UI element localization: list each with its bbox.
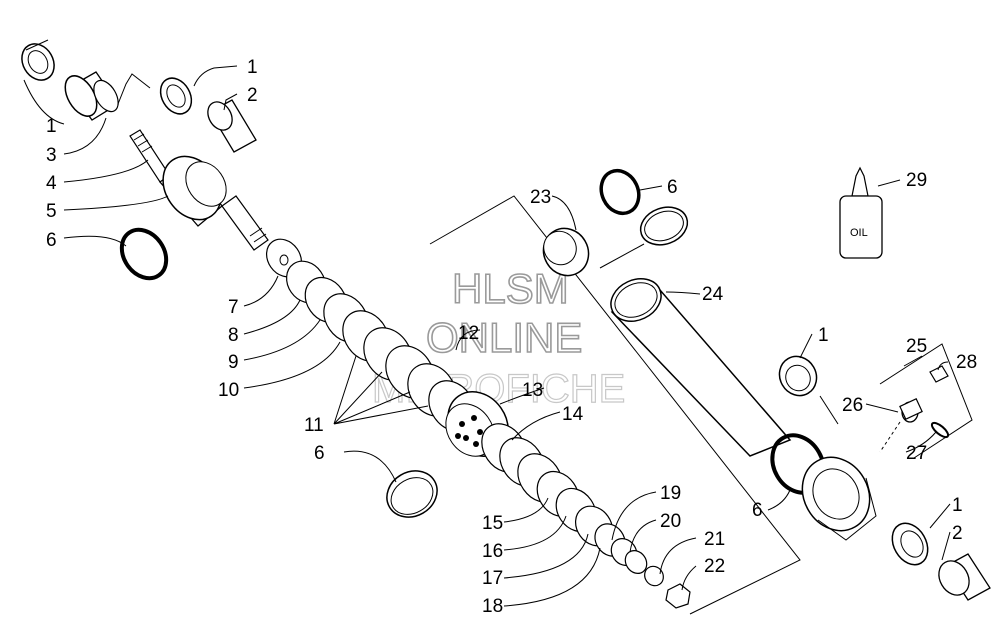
callout-2: 2 — [952, 523, 963, 544]
callout-1: 1 — [247, 57, 258, 78]
callout-9: 9 — [228, 352, 239, 373]
shaft-assembly — [129, 129, 269, 251]
sleeve-2 — [207, 99, 257, 153]
callout-6: 6 — [46, 230, 57, 251]
callout-8: 8 — [228, 325, 239, 346]
bushing-1-bottom-right — [891, 522, 929, 566]
leader-lines — [23, 65, 951, 607]
callout-29: 29 — [906, 170, 927, 191]
callout-26: 26 — [842, 395, 863, 416]
callout-2: 2 — [247, 85, 258, 106]
bushing-1-mid-right — [778, 355, 818, 397]
sleeve-3 — [64, 71, 119, 121]
shim-stack-lower — [481, 423, 691, 609]
bushing-1-second — [159, 77, 193, 115]
callout-12: 12 — [458, 323, 479, 344]
callout-10: 10 — [218, 380, 239, 401]
callout-1: 1 — [818, 325, 829, 346]
ring-6-top — [639, 206, 689, 246]
callout-27: 27 — [906, 443, 927, 464]
callout-6: 6 — [752, 500, 763, 521]
callout-24: 24 — [702, 284, 724, 305]
callout-6: 6 — [314, 443, 325, 464]
callout-16: 16 — [482, 541, 503, 562]
oil-bottle-29: OIL — [839, 166, 883, 259]
callout-labels: 1 2 1 3 4 5 6 7 8 9 10 11 6 12 13 14 15 … — [46, 57, 977, 617]
callout-4: 4 — [46, 173, 57, 194]
callout-1: 1 — [952, 495, 963, 516]
callout-23: 23 — [530, 187, 551, 208]
bottle-label: OIL — [850, 227, 868, 239]
seal-head-23 — [542, 227, 590, 277]
o-ring-6-top — [599, 168, 641, 216]
reservoir-body — [801, 456, 877, 541]
callout-6: 6 — [667, 177, 678, 198]
callout-1: 1 — [46, 116, 57, 137]
callout-11: 11 — [304, 415, 324, 436]
callout-15: 15 — [482, 513, 503, 534]
callout-14: 14 — [562, 404, 584, 425]
callout-22: 22 — [704, 556, 725, 577]
screw-28 — [929, 365, 949, 383]
bushing-1-top-left — [21, 39, 55, 81]
o-ring-6-lower — [386, 470, 438, 518]
valve-26 — [899, 398, 923, 423]
callout-19: 19 — [660, 483, 681, 504]
callout-5: 5 — [46, 201, 57, 222]
top-left-bushing-group — [21, 39, 257, 153]
nut-18 — [665, 583, 691, 609]
callout-7: 7 — [228, 297, 239, 318]
sleeve-2-bottom-right — [938, 553, 991, 601]
watermark-line-1: HLSM — [452, 265, 569, 312]
callout-21: 21 — [704, 529, 725, 550]
callout-20: 20 — [660, 511, 681, 532]
callout-25: 25 — [906, 336, 927, 357]
callout-3: 3 — [46, 145, 57, 166]
o-ring-6-left — [119, 227, 169, 281]
callout-17: 17 — [482, 568, 503, 589]
shim-stack-upper — [265, 238, 476, 432]
callout-13: 13 — [522, 380, 543, 401]
callout-18: 18 — [482, 596, 503, 617]
shock-body-24 — [610, 278, 792, 457]
callout-28: 28 — [956, 352, 977, 373]
watermark-line-2: ONLINE — [426, 314, 582, 361]
o-ring-27 — [930, 421, 950, 439]
